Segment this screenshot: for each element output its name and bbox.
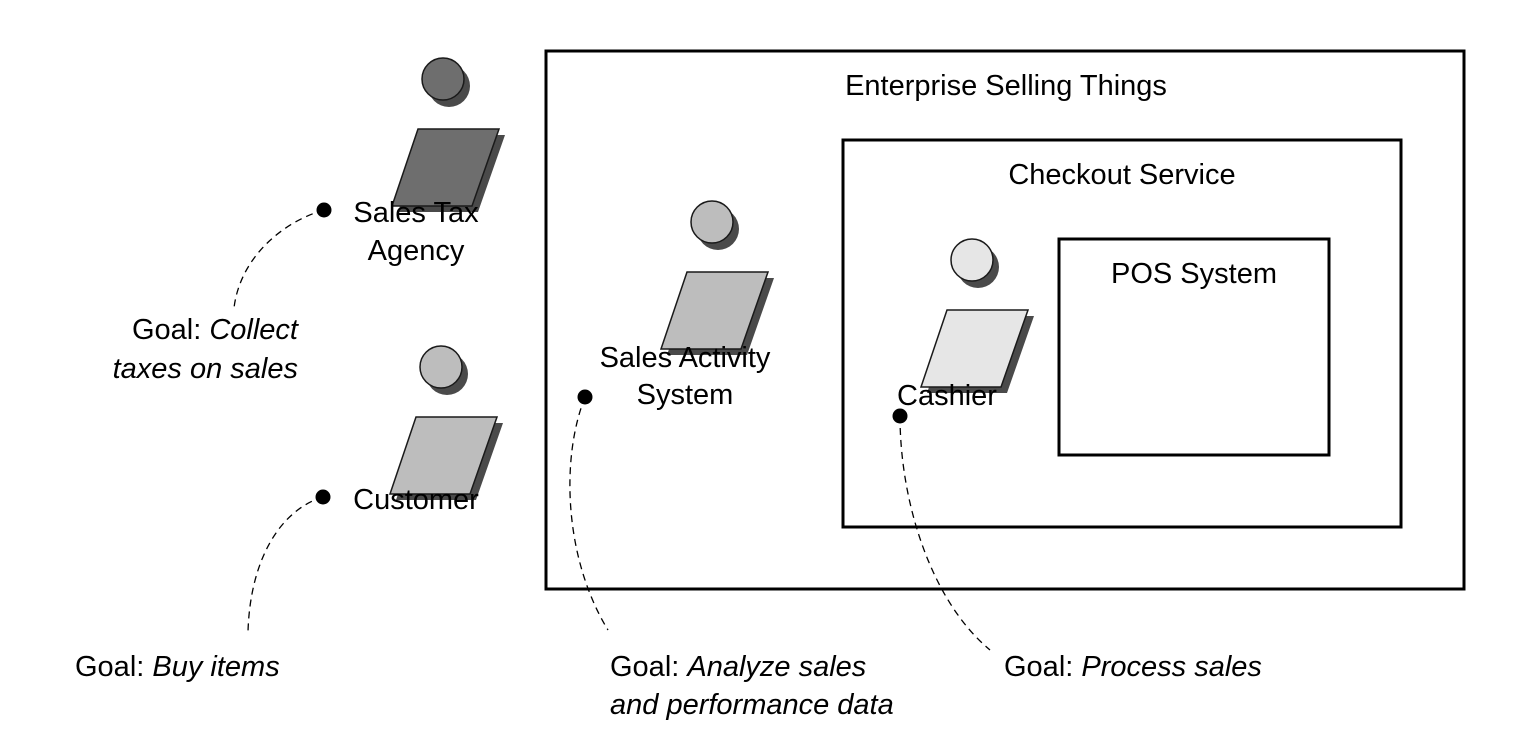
person-icon [391, 57, 506, 213]
goal-text-line2: and performance data [610, 689, 894, 721]
actor-sales-activity-system: Sales Activity System Goal: Analyze sale… [569, 200, 894, 721]
goal-text-line1: Goal: Collect [132, 314, 300, 346]
goal-text: Goal: Process sales [1004, 651, 1262, 683]
actor-label-line2: Agency [368, 235, 465, 267]
actor-label-line1: Sales Tax [353, 197, 479, 229]
goal-text: Goal: Buy items [75, 651, 280, 683]
pos-system-title: POS System [1111, 258, 1277, 290]
actor-label: Customer [353, 484, 479, 516]
goal-text-line2: taxes on sales [113, 353, 298, 385]
pos-system-box [1057, 237, 1331, 457]
actor-customer: Customer Goal: Buy items [75, 345, 504, 683]
person-icon [660, 200, 775, 356]
checkout-service-title: Checkout Service [1008, 159, 1235, 191]
enterprise-title: Enterprise Selling Things [845, 70, 1167, 102]
checkout-service-boundary [841, 138, 1403, 529]
actor-cashier: Cashier Goal: Process sales [892, 238, 1262, 683]
goal-text-line1: Goal: Analyze sales [610, 651, 866, 683]
goal-leader-line [899, 415, 991, 651]
goal-leader-line [569, 396, 609, 631]
person-icon [920, 238, 1035, 394]
enterprise-boundary [544, 49, 1466, 591]
actor-label: Cashier [897, 380, 997, 412]
actor-label-line1: Sales Activity [600, 342, 771, 374]
goal-leader-line [247, 496, 324, 633]
actor-label-line2: System [637, 379, 734, 411]
person-icon [389, 345, 504, 501]
goal-leader-line [233, 209, 325, 309]
actor-sales-tax-agency: Sales Tax Agency Goal: Collect taxes on … [113, 57, 506, 385]
